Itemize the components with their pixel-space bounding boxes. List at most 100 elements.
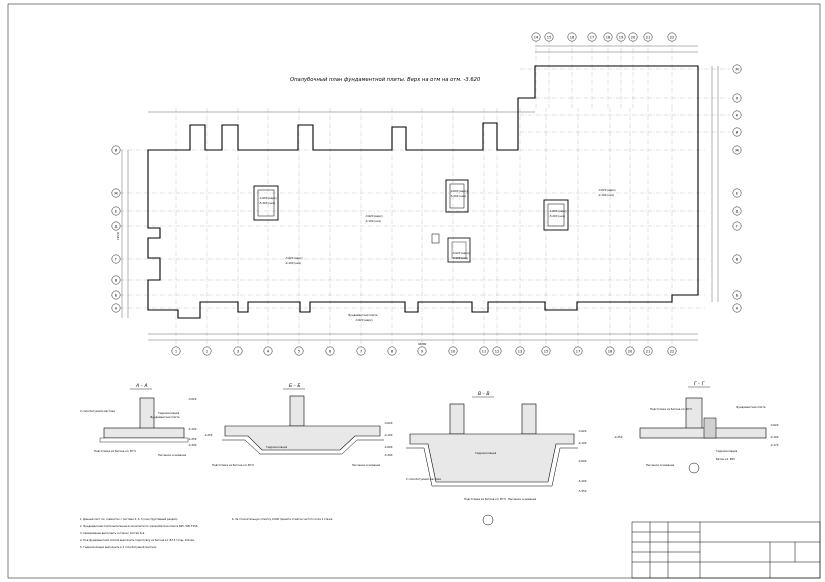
svg-text:А: А (115, 306, 118, 310)
svg-text:3: 3 (237, 349, 239, 353)
svg-text:21: 21 (646, 35, 651, 39)
section-b-label-1: Гидроизоляция (266, 445, 288, 449)
section-a-label-5: 2 слоя битумной мастики (80, 409, 115, 413)
pit-small (431, 233, 471, 263)
svg-text:В: В (736, 257, 739, 261)
level-note-4: -4.100 (низ) (285, 261, 301, 265)
axis-bubble-left-Д: Д (111, 221, 121, 231)
svg-text:К: К (736, 113, 739, 117)
grid-lines (112, 40, 730, 345)
section-b-level-5: -4.250 (204, 433, 213, 437)
axis-bubble-top-20: 20 (628, 32, 638, 42)
slab-label: Фундаментная плита (348, 313, 378, 317)
axis-bubble-bottom-1: 1 (171, 346, 181, 356)
section-g-level-2: -4.100 (770, 435, 779, 439)
axis-bubble-top-18: 18 (603, 32, 613, 42)
slab-level: -3.920 (верх) (355, 318, 373, 322)
note-1: 1. Данный лист см. совместно с листами 2… (80, 517, 178, 521)
svg-text:13: 13 (518, 349, 523, 353)
axis-bubble-top-17: 17 (587, 32, 597, 42)
pit-2: -4.600 (верх) -5.200 (низ) (445, 179, 469, 213)
note-4: 4. Под фундаментной плитой выполнить под… (80, 538, 195, 542)
section-g-label-4: Гидроизоляция (716, 449, 738, 453)
axis-bubble-right-Ж: Ж (732, 145, 742, 155)
section-g-label-3: Фундаментная плита (736, 405, 766, 409)
section-v-label-1: Гидроизоляция (475, 451, 497, 455)
axis-bubble-top-14: 14 (531, 32, 541, 42)
pit-3-top: -4.600 (верх) (549, 209, 567, 213)
svg-text:Г: Г (736, 224, 738, 228)
section-b-title: Б – Б (289, 383, 301, 389)
section-b-label-2: Подготовка из бетона кл. В7.5 (212, 463, 254, 467)
slab-outline (147, 65, 699, 319)
pit-1: -4.600 (верх) -5.200 (низ) (253, 185, 279, 221)
svg-text:17: 17 (590, 35, 595, 39)
axis-bubble-bottom-12: 12 (492, 346, 502, 356)
level-note-6: -4.100 (низ) (598, 193, 614, 197)
section-g-level-3: -4.170 (770, 443, 779, 447)
note-6: 6. За относительную отметку 0.000 принят… (232, 517, 333, 521)
section-a-level-4: -4.300 (188, 443, 197, 447)
svg-text:19: 19 (619, 35, 624, 39)
axis-bubble-bottom-5: 5 (294, 346, 304, 356)
section-a-level-1: -3.620 (188, 397, 197, 401)
title-block (631, 521, 821, 579)
section-a-label-1: Гидроизоляция (158, 411, 180, 415)
level-note-2: -4.100 (низ) (365, 219, 381, 223)
section-b-level-1: -3.620 (384, 421, 393, 425)
svg-text:14: 14 (534, 35, 539, 39)
axis-bubble-right-Б: Б (732, 290, 742, 300)
svg-text:11: 11 (482, 349, 487, 353)
dimension-lines (121, 45, 719, 341)
svg-text:20: 20 (631, 35, 636, 39)
svg-text:Д: Д (115, 224, 118, 228)
pit-1-bottom: -5.200 (низ) (259, 201, 275, 205)
axis-bubble-bottom-8: 8 (387, 346, 397, 356)
section-a-label-2: Фундаментная плита (150, 415, 180, 419)
svg-text:Е: Е (736, 191, 739, 195)
svg-text:12: 12 (495, 349, 500, 353)
section-g-level-4: -4.250 (614, 435, 623, 439)
svg-text:Ж: Ж (114, 191, 118, 195)
axis-bubble-right-Л: Л (732, 93, 742, 103)
section-a-label-4: Песчаное основание (158, 453, 187, 457)
axis-bubble-right-Е: Е (732, 188, 742, 198)
note-5: 5. Гидроизоляцию выполнить в 2 слоя биту… (80, 545, 157, 549)
plan-title: Опалубочный план фундаментной плиты. Вер… (290, 77, 481, 83)
svg-text:4: 4 (267, 349, 270, 353)
svg-text:9: 9 (421, 349, 424, 353)
axis-bubble-bottom-9: 9 (417, 346, 427, 356)
axis-bubble-bottom-17: 17 (573, 346, 583, 356)
note-3: 3. Армирование выполнить согласно листам… (80, 531, 145, 535)
section-v-level-2: -4.100 (578, 441, 587, 445)
section-g-title: Г – Г (694, 381, 705, 387)
axis-bubble-left-И: И (111, 145, 121, 155)
general-notes: 1. Данный лист см. совместно с листами 2… (80, 517, 333, 549)
level-note-3: -3.620 (верх) (285, 256, 303, 260)
svg-text:В: В (115, 278, 118, 282)
axis-bubble-bottom-15: 15 (541, 346, 551, 356)
axis-bubble-bottom-2: 2 (202, 346, 212, 356)
svg-text:10: 10 (451, 349, 456, 353)
section-v-title: В – В (478, 391, 490, 397)
svg-text:22: 22 (670, 35, 675, 39)
axis-bubble-bottom-18: 18 (605, 346, 615, 356)
axis-bubble-right-В: В (732, 254, 742, 264)
section-v-label-2: 2 слоя битумной мастики (406, 477, 441, 481)
level-note-7: -3.620 (верх) (452, 251, 470, 255)
svg-text:Б: Б (736, 293, 739, 297)
svg-text:16: 16 (570, 35, 575, 39)
level-note-1: -3.620 (верх) (365, 214, 383, 218)
section-g-label-2: Песчаное основание (646, 463, 675, 467)
foundation-plan: Опалубочный план фундаментной плиты. Вер… (111, 32, 742, 356)
section-v-level-1: -3.620 (578, 429, 587, 433)
overall-dim: 94080 (418, 342, 427, 346)
pit-1-top: -4.600 (верх) (259, 196, 277, 200)
svg-text:17: 17 (576, 349, 581, 353)
svg-text:1: 1 (175, 349, 177, 353)
axis-bubble-left-Е: Е (111, 206, 121, 216)
level-note-5: -3.620 (верх) (598, 188, 616, 192)
axis-bubble-bottom-22: 22 (667, 346, 677, 356)
